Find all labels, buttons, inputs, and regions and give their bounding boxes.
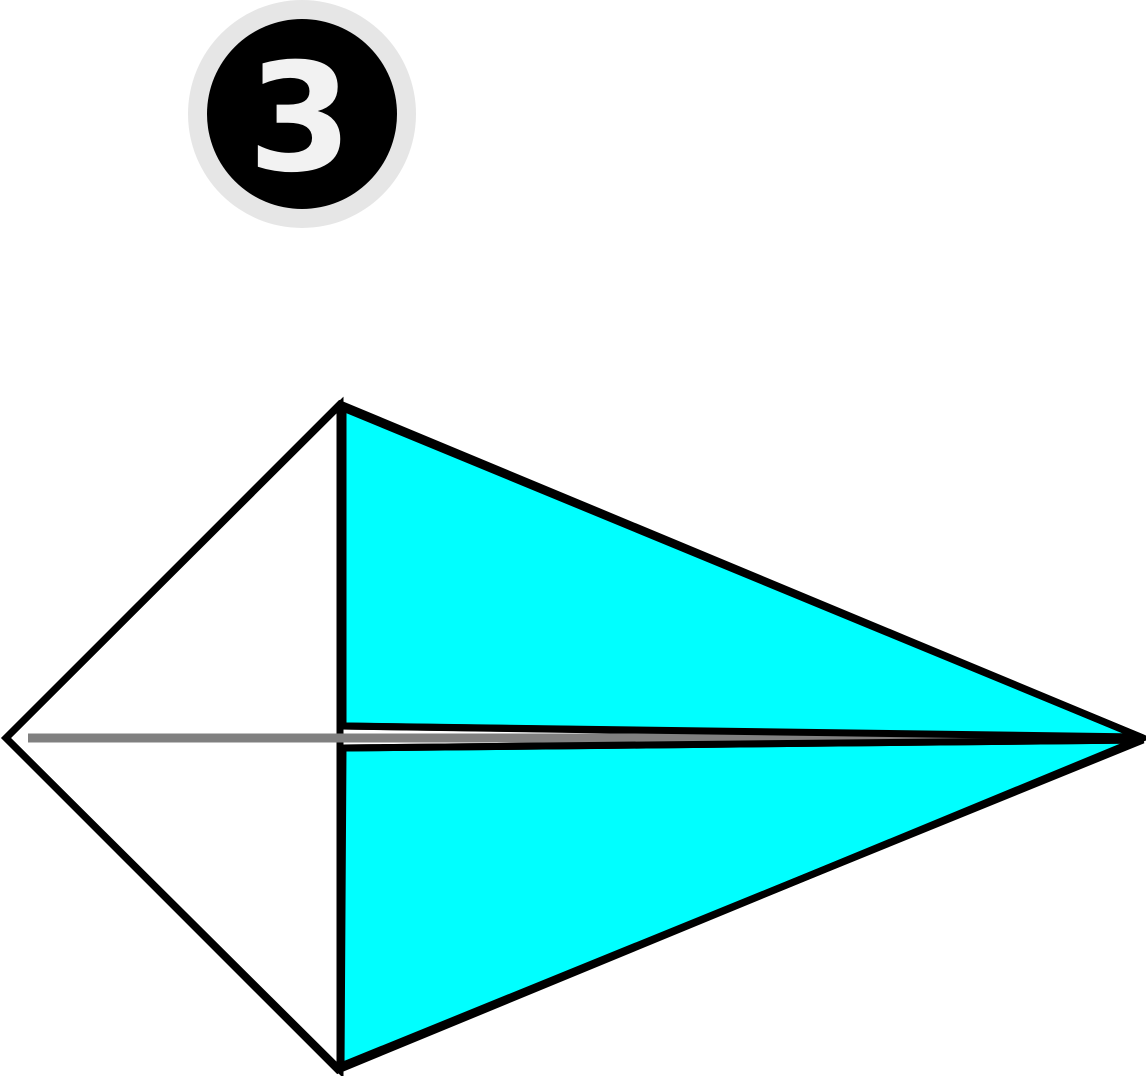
kite-outline [1,399,1146,1075]
step-badge-circle [207,19,397,209]
step-badge: 3 [188,0,416,228]
folded-kite [1,396,1146,1076]
step-number: 3 [248,32,352,206]
upper-flap-bottom-edge [342,722,1141,741]
lower-flap-top-edge [342,736,1141,752]
